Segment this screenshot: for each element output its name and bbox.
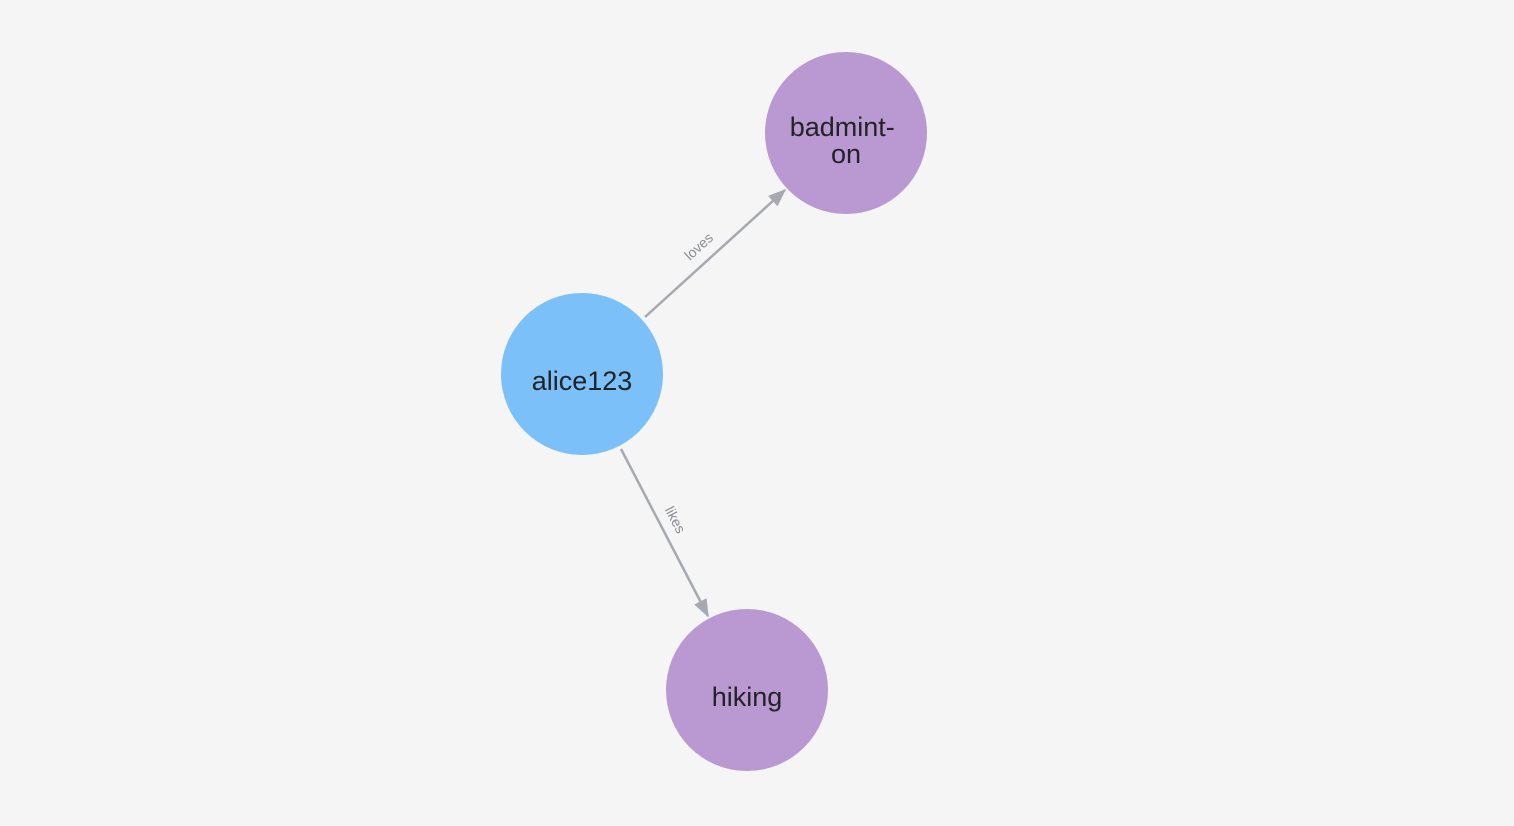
node-badminton: badmint- on xyxy=(765,52,927,214)
relationship-line-likes[interactable] xyxy=(619,448,710,618)
node-circle-alice123[interactable] xyxy=(501,293,663,455)
node-alice123: alice123 xyxy=(501,293,663,455)
node-circle-badminton[interactable] xyxy=(765,52,927,214)
node-hiking: hiking xyxy=(666,609,828,771)
relationship-line-loves[interactable] xyxy=(644,188,787,318)
node-circle-hiking[interactable] xyxy=(666,609,828,771)
